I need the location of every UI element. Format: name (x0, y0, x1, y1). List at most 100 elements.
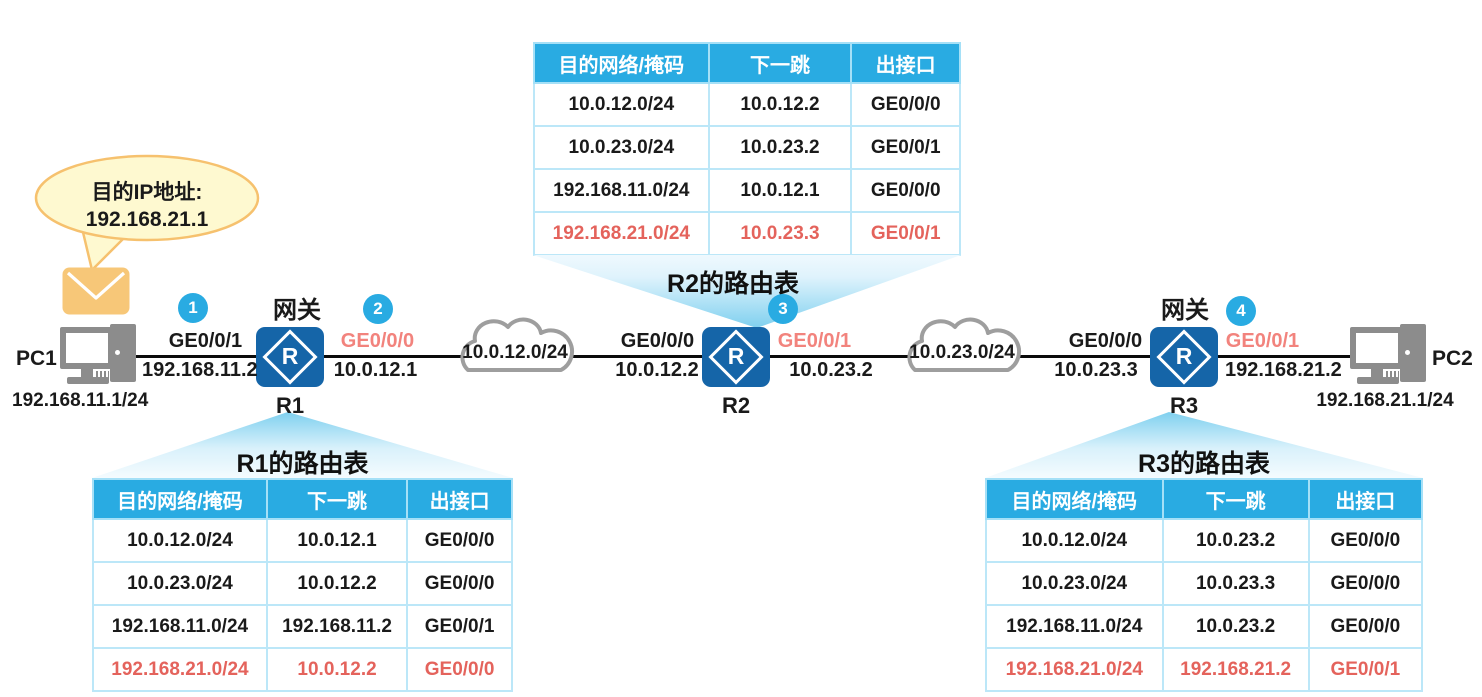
table-row: 10.0.12.0/24 10.0.12.2 GE0/0/0 (533, 82, 961, 127)
pc-monitor (60, 327, 114, 369)
step-badge-1: 1 (178, 293, 208, 323)
envelope-icon (62, 267, 130, 315)
routing-table-r2-grid: 目的网络/掩码 下一跳 出接口 10.0.12.0/24 10.0.12.2 G… (533, 42, 961, 256)
table-title-r2: R2的路由表 (667, 270, 799, 298)
cell-outif: GE0/0/0 (406, 561, 513, 606)
ip-label-r3-left: 10.0.23.3 (1054, 359, 1138, 381)
table-row: 192.168.11.0/24 10.0.12.1 GE0/0/0 (533, 168, 961, 213)
router-r3-icon: R (1150, 327, 1218, 387)
step-badge-4: 4 (1226, 296, 1256, 326)
ip-label-r1-wan: 10.0.12.1 (333, 359, 418, 381)
pc-vents (96, 371, 109, 381)
col-header-dest: 目的网络/掩码 (533, 42, 710, 84)
pc1-label: PC1 (16, 347, 57, 370)
cell-nexthop: 10.0.12.2 (265, 561, 409, 606)
table-row: 10.0.23.0/24 10.0.12.2 GE0/0/0 (92, 561, 513, 606)
cloud2-label: 10.0.23.0/24 (909, 342, 1015, 363)
table-row: 192.168.11.0/24 192.168.11.2 GE0/0/1 (92, 604, 513, 649)
cell-dest: 10.0.23.0/24 (92, 561, 268, 606)
pc2-ip: 192.168.21.1/24 (1316, 390, 1454, 411)
ip-label-r1-lan: 192.168.11.2 (142, 359, 258, 381)
cell-nexthop: 10.0.23.3 (1161, 561, 1310, 606)
cell-nexthop: 192.168.11.2 (265, 604, 409, 649)
routing-table-r1: 目的网络/掩码 下一跳 出接口 10.0.12.0/24 10.0.12.1 G… (92, 478, 513, 692)
routing-table-r3-grid: 目的网络/掩码 下一跳 出接口 10.0.12.0/24 10.0.23.2 G… (985, 478, 1424, 692)
pc-monitor (1350, 327, 1404, 369)
cell-outif: GE0/0/0 (850, 82, 961, 127)
cell-dest: 192.168.11.0/24 (533, 168, 710, 213)
cell-nexthop: 10.0.12.2 (707, 82, 853, 127)
cell-outif: GE0/0/1 (1307, 647, 1424, 692)
col-header-outif: 出接口 (1307, 478, 1424, 520)
pc-tower (110, 324, 136, 382)
cell-nexthop: 10.0.23.3 (707, 211, 853, 256)
iface-label-r3-ge001: GE0/0/1 (1225, 330, 1300, 352)
cell-dest: 10.0.23.0/24 (985, 561, 1164, 606)
pc-stand (1371, 369, 1383, 377)
routing-table-r3: 目的网络/掩码 下一跳 出接口 10.0.12.0/24 10.0.23.2 G… (985, 478, 1424, 692)
ip-label-r3-lan: 192.168.21.2 (1225, 359, 1342, 381)
cell-outif: GE0/0/0 (406, 518, 513, 563)
table-row: 10.0.23.0/24 10.0.23.3 GE0/0/0 (985, 561, 1424, 606)
cell-outif: GE0/0/0 (850, 168, 961, 213)
pc2-icon (1350, 324, 1428, 386)
pc-tower (1400, 324, 1426, 382)
pc-tower-dot (1405, 350, 1410, 355)
table-header-row: 目的网络/掩码 下一跳 出接口 (533, 42, 961, 84)
cloud1-icon (460, 317, 575, 372)
router-r2-icon: R (702, 327, 770, 387)
iface-label-r1-ge000: GE0/0/0 (340, 330, 415, 352)
router-r1-icon: R (256, 327, 324, 387)
table-row: 10.0.23.0/24 10.0.23.2 GE0/0/1 (533, 125, 961, 170)
ip-label-r2-right: 10.0.23.2 (789, 359, 873, 381)
col-header-dest: 目的网络/掩码 (985, 478, 1164, 520)
iface-label-r2-ge001: GE0/0/1 (777, 330, 852, 352)
pc-tower-dot (115, 350, 120, 355)
step-badge-3: 3 (768, 294, 798, 324)
iface-label-r2-ge000: GE0/0/0 (620, 330, 695, 352)
cell-dest: 10.0.12.0/24 (92, 518, 268, 563)
cell-nexthop: 10.0.12.1 (265, 518, 409, 563)
router-letter: R (727, 342, 745, 369)
table-row: 10.0.12.0/24 10.0.23.2 GE0/0/0 (985, 518, 1424, 563)
router-letter: R (1175, 342, 1193, 369)
cell-dest: 192.168.21.0/24 (92, 647, 268, 692)
pc-stand (81, 369, 93, 377)
cloud2-icon (907, 317, 1022, 372)
cell-outif: GE0/0/0 (1307, 604, 1424, 649)
router-r1-label: R1 (275, 393, 305, 418)
table-row: 192.168.11.0/24 10.0.23.2 GE0/0/0 (985, 604, 1424, 649)
router-r2-label: R2 (721, 393, 751, 418)
cell-outif: GE0/0/1 (850, 211, 961, 256)
routing-table-r2: 目的网络/掩码 下一跳 出接口 10.0.12.0/24 10.0.12.2 G… (533, 42, 961, 256)
cell-dest: 10.0.12.0/24 (533, 82, 710, 127)
col-header-nexthop: 下一跳 (1161, 478, 1310, 520)
col-header-nexthop: 下一跳 (265, 478, 409, 520)
table-header-row: 目的网络/掩码 下一跳 出接口 (985, 478, 1424, 520)
pc1-ip: 192.168.11.1/24 (12, 390, 149, 411)
pc1-icon (60, 324, 138, 386)
cell-nexthop: 192.168.21.2 (1161, 647, 1310, 692)
gateway-label-left: 网关 (273, 297, 321, 324)
router-r3-label: R3 (1169, 393, 1199, 418)
routing-table-r1-grid: 目的网络/掩码 下一跳 出接口 10.0.12.0/24 10.0.12.1 G… (92, 478, 513, 692)
col-header-outif: 出接口 (406, 478, 513, 520)
iface-label-r3-ge000: GE0/0/0 (1068, 330, 1143, 352)
router-letter: R (281, 342, 299, 369)
cloud1-label: 10.0.12.0/24 (462, 342, 568, 363)
table-row-highlighted: 192.168.21.0/24 10.0.23.3 GE0/0/1 (533, 211, 961, 256)
ip-label-r2-left: 10.0.12.2 (615, 359, 699, 381)
cell-nexthop: 10.0.23.2 (1161, 604, 1310, 649)
cell-nexthop: 10.0.23.2 (1161, 518, 1310, 563)
cell-dest: 10.0.12.0/24 (985, 518, 1164, 563)
col-header-nexthop: 下一跳 (707, 42, 853, 84)
table-title-r1: R1的路由表 (236, 450, 369, 478)
cell-dest: 192.168.11.0/24 (92, 604, 268, 649)
table-header-row: 目的网络/掩码 下一跳 出接口 (92, 478, 513, 520)
cell-dest: 192.168.11.0/24 (985, 604, 1164, 649)
pc2-label: PC2 (1432, 347, 1473, 370)
cell-outif: GE0/0/0 (1307, 518, 1424, 563)
cell-dest: 192.168.21.0/24 (985, 647, 1164, 692)
pc-base (67, 377, 109, 384)
